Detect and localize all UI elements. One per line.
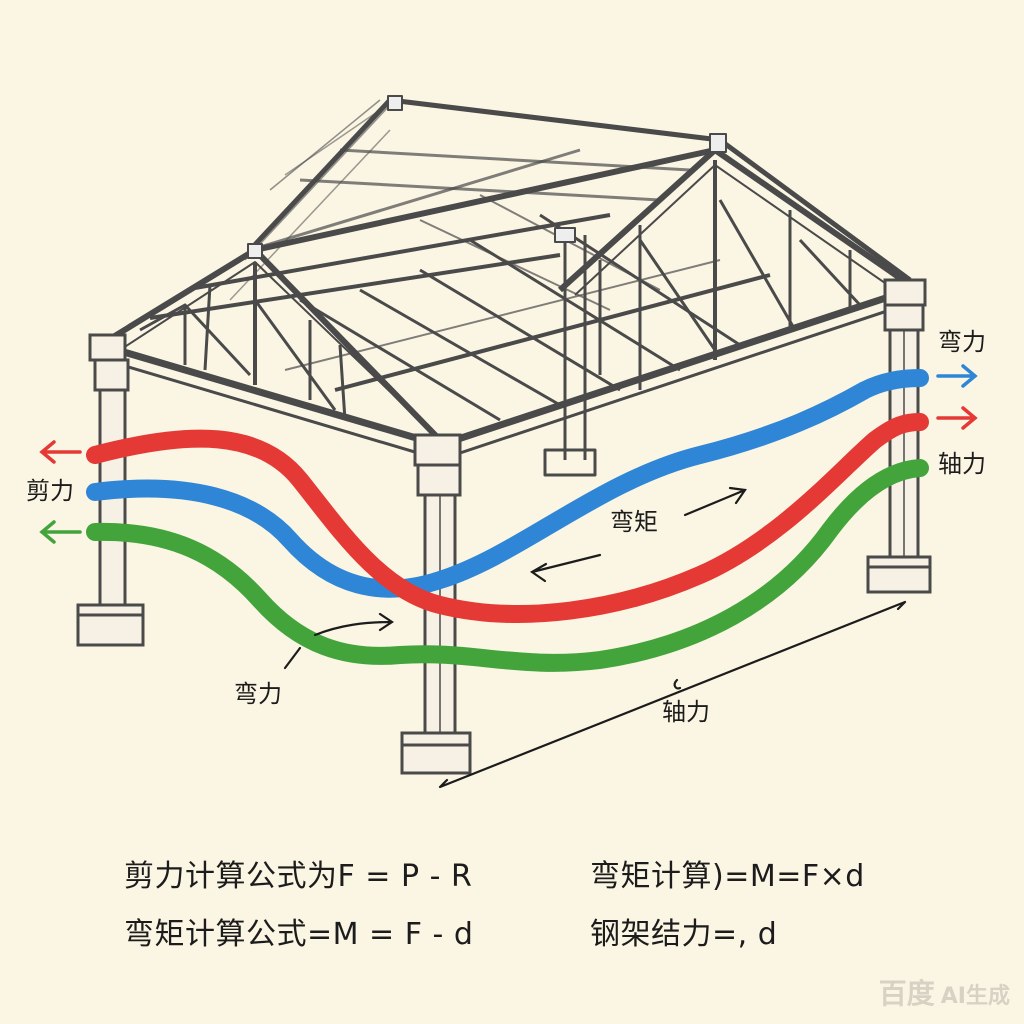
axial-tick [673,678,682,690]
annotation-arrows [283,486,907,789]
force-arrows [39,364,978,544]
bending-curve [86,369,929,598]
moment-label-center: 弯矩 [610,508,658,536]
force-curves [86,369,929,672]
moment-arrow-right-icon [683,486,747,517]
axial-label-bottom: 轴力 [662,698,710,726]
column-middle [400,433,472,775]
axial-label-right: 轴力 [938,450,986,478]
bend-leader-line [283,646,302,670]
formula-moment-calc: 弯矩计算)=M=F×d [590,859,865,894]
axial-curve [86,459,929,672]
watermark-tag: AI生成 [940,984,1010,1009]
shear-label-left: 剪力 [26,477,74,505]
arrow-right-red-icon [936,406,978,430]
bend-pointer-icon [313,612,394,637]
watermark-brand: 百度 [878,977,935,1010]
formula-moment: 弯矩计算公式=M = F - d [124,917,474,952]
roof-truss-structure [98,95,912,477]
shear-curve [86,413,929,623]
arrow-left-green-icon [39,520,82,544]
formula-steel: 钢架结力=, d [590,917,778,952]
moment-arrow-left-icon [529,553,602,583]
bend-force-label-right: 弯力 [938,328,986,356]
arrow-right-blue-icon [936,364,978,388]
bend-force-label-bottom: 弯力 [234,680,282,708]
formula-shear: 剪力计算公式为F = P - R [124,859,473,894]
dimension-line [438,600,907,789]
column-left [76,333,145,647]
arrow-left-red-icon [39,440,82,464]
